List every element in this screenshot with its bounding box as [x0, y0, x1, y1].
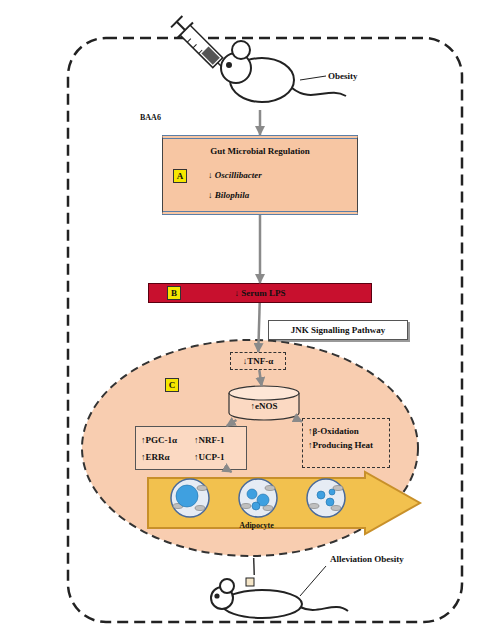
link-line [253, 558, 255, 575]
flow-arrow [259, 370, 261, 386]
flow-arrow [227, 420, 237, 426]
slim-mouse [211, 566, 348, 618]
node-text: ↓ Oscillibacter [208, 169, 262, 181]
leader-line [300, 566, 326, 596]
injection-mark [246, 578, 254, 586]
panel-badge: A [173, 169, 187, 183]
gene-box: ↑PGC-1α ↑NRF-1 ↑ERRα ↑UCP-1 [135, 426, 247, 470]
mouse-ear [232, 41, 250, 59]
node-text: Gut Microbial Regulation [163, 145, 357, 157]
flow-arrow [258, 303, 259, 352]
node-text: C [165, 378, 179, 392]
mitochondrion [333, 486, 343, 491]
effect-box: ↑β-Oxidation ↑Producing Heat [302, 418, 390, 468]
syringe-mark [187, 39, 191, 43]
lipid-droplet [252, 502, 260, 510]
lipid-droplet [326, 498, 334, 506]
arrow-shape [148, 472, 420, 534]
lipid-droplet [247, 489, 257, 499]
node-text: ↑NRF-1 [194, 434, 225, 446]
node-text: A [174, 170, 186, 182]
node-text: ↓ Serum LPS [149, 287, 371, 299]
mitochondrion [263, 506, 273, 511]
syringe-barrel [180, 25, 222, 67]
adipocyte-cell [239, 479, 277, 517]
lipid-droplet [317, 491, 325, 499]
cylinder-top [229, 386, 299, 400]
syringe-mark [199, 50, 203, 54]
node-text: ↑β-Oxidation [308, 425, 359, 437]
cell-ellipse: C ↓TNF-α ↑eNOS ↑PGC-1α ↑NRF-1 ↑ERRα ↑UCP-1 ↑β-O… [80, 338, 420, 558]
lipid-droplet [176, 485, 198, 507]
node-text: Adipocyte [148, 520, 365, 531]
leader-line [300, 76, 326, 80]
adipocyte-cell [171, 479, 209, 517]
tnf-box: ↓TNF-α [230, 352, 286, 370]
label-text: BAA6 [140, 112, 161, 123]
gut-box: Gut Microbial Regulation ↓ Oscillibacter ↓… [162, 135, 358, 215]
mitochondrion [195, 506, 205, 511]
flow-arrow [228, 470, 231, 472]
node-text: Alleviation Obesity [330, 553, 404, 565]
pathway-box: JNK Signalling Pathway [268, 320, 408, 340]
node-text: Obesity [328, 70, 358, 82]
flow-arrow [299, 420, 302, 422]
enos-cylinder: ↑eNOS [228, 386, 300, 420]
flow-arrow [259, 215, 262, 283]
syringe-plunger-head [171, 16, 182, 27]
obese-mouse-node: Obesity [205, 40, 315, 110]
adipocyte-arrow-outline [148, 472, 420, 534]
mitochondrion [331, 506, 341, 511]
mitochondrion [241, 504, 251, 509]
mouse-eye [227, 63, 231, 67]
node-text: JNK Signalling Pathway [269, 324, 407, 336]
outer-border [68, 38, 462, 622]
syringe-plunger [177, 22, 185, 30]
adipocyte-arrow: Adipocyte [148, 472, 420, 534]
node-text: ↑ERRα [141, 451, 170, 463]
mouse-eye [215, 594, 218, 597]
adipocyte-cell [307, 479, 345, 517]
mitochondrion [309, 504, 319, 509]
node-text: ↓TNF-α [231, 355, 285, 367]
node-text: ↑UCP-1 [194, 451, 225, 463]
mouse-ear [220, 579, 234, 593]
node-text: ↓ Bilophila [208, 189, 249, 201]
node-text: ↑PGC-1α [141, 434, 177, 446]
obese-mouse [221, 41, 346, 102]
mouse-body [222, 590, 302, 618]
syringe-mark [193, 44, 197, 48]
lipid-droplet [329, 489, 335, 495]
slim-mouse-node: Alleviation Obesity [210, 575, 300, 620]
node-text: ↑eNOS [228, 400, 300, 412]
mitochondrion [265, 486, 275, 491]
syringe-liquid [201, 46, 219, 64]
node-text: ↑Producing Heat [308, 440, 374, 451]
panel-badge: B [167, 286, 181, 300]
node-text: B [168, 287, 180, 299]
mouse-tail [292, 88, 346, 96]
mouse-tail [300, 607, 348, 611]
lps-band: ↓ Serum LPSB [148, 283, 372, 303]
flow-arrow [259, 110, 262, 135]
mitochondrion [197, 486, 207, 491]
